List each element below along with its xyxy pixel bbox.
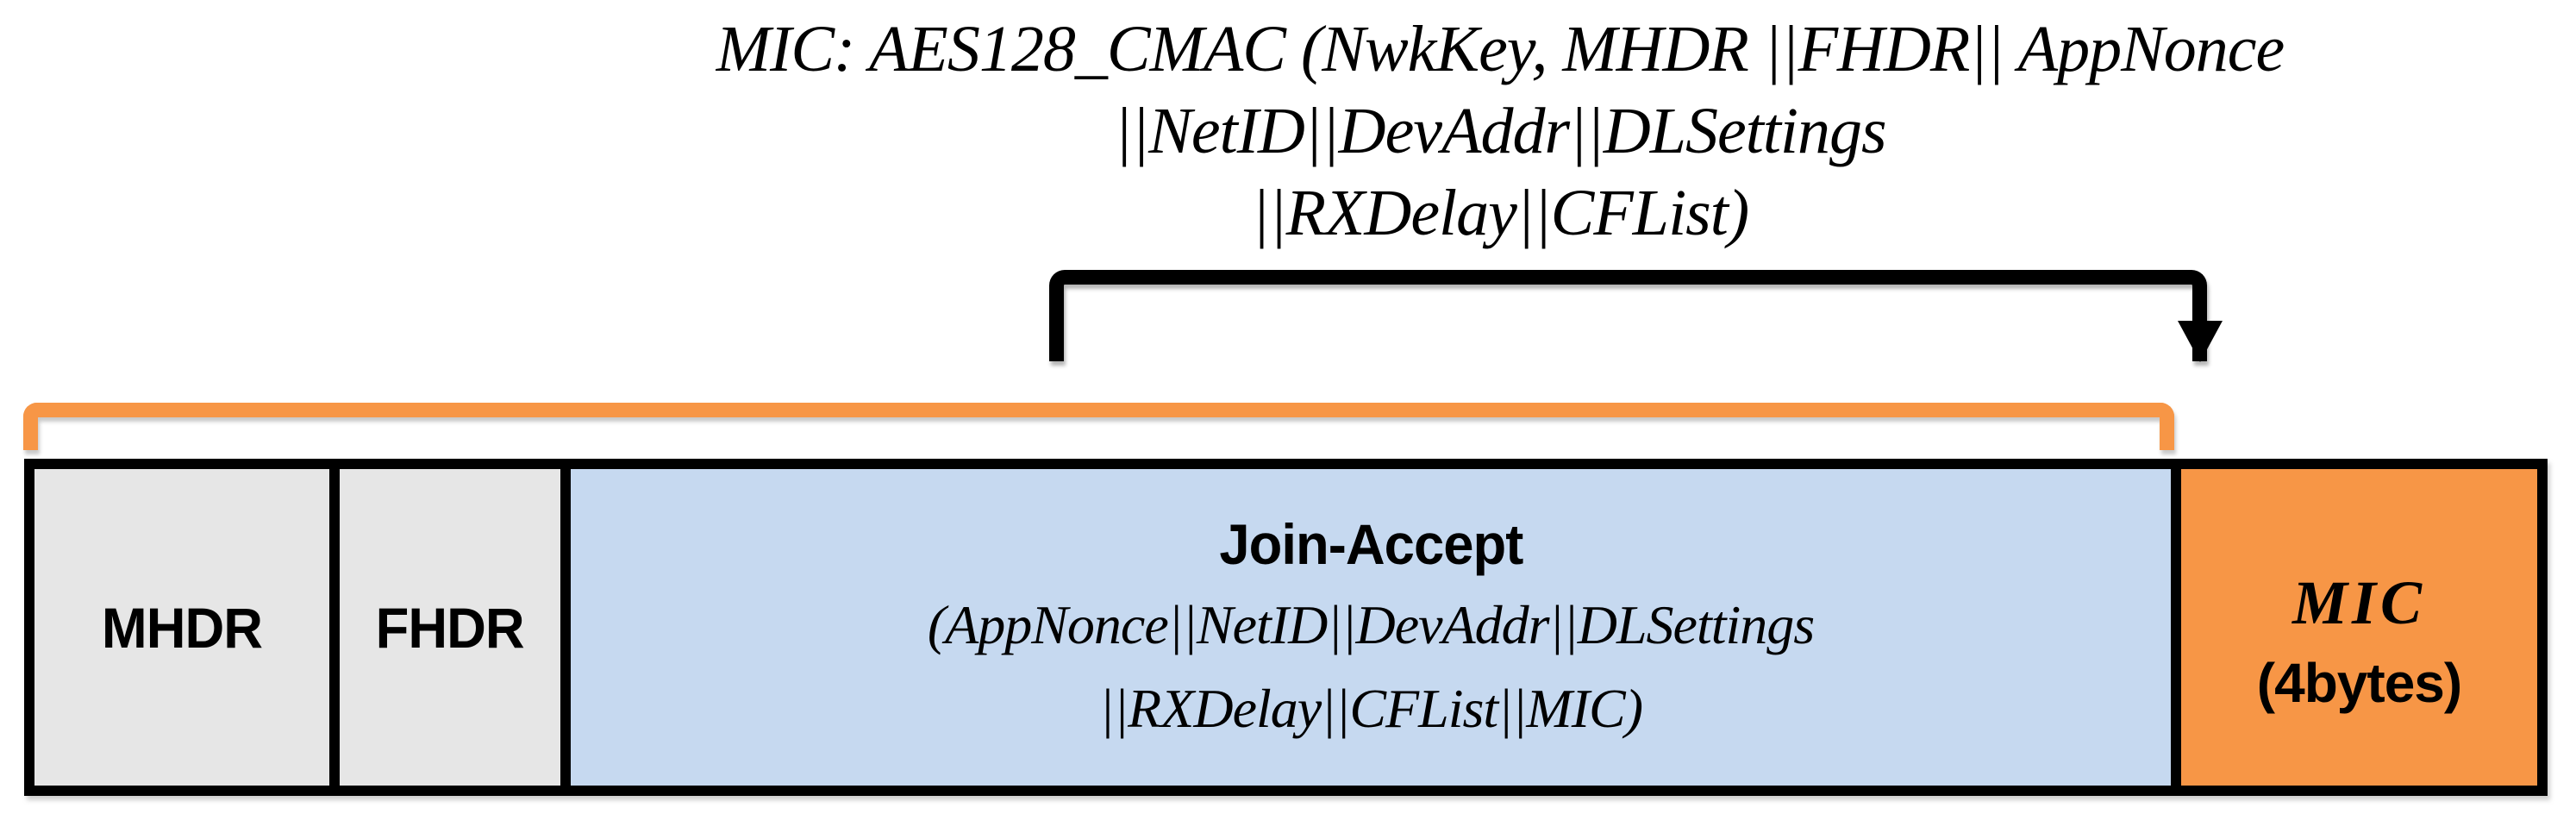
field-fhdr: FHDR <box>329 469 560 786</box>
mic-arrow-bracket <box>1049 270 2207 361</box>
field-join-accept-payload-line-1: (AppNonce||NetID||DevAddr||DLSettings <box>927 593 1815 655</box>
field-join-accept: Join-Accept (AppNonce||NetID||DevAddr||D… <box>560 469 2171 786</box>
mic-formula-line-3: ||RXDelay||CFList) <box>1251 177 1749 249</box>
mic-formula-line-1: MIC: AES128_CMAC (NwkKey, MHDR ||FHDR|| … <box>716 13 2285 85</box>
mic-formula: MIC: AES128_CMAC (NwkKey, MHDR ||FHDR|| … <box>638 9 2362 254</box>
field-mic-label: MIC <box>2292 567 2427 637</box>
field-join-accept-title: Join-Accept <box>1218 511 1523 576</box>
arrow-down-icon <box>2178 321 2223 362</box>
field-join-accept-payload-line-2: ||RXDelay||CFList||MIC) <box>1098 677 1643 739</box>
field-mic-content: MIC (4bytes) <box>2256 529 2462 726</box>
field-mic-size-label: (4bytes) <box>2256 651 2462 714</box>
field-fhdr-label: FHDR <box>375 595 525 660</box>
signed-fields-bracket <box>23 403 2174 450</box>
field-mhdr-label: MHDR <box>101 595 263 660</box>
mic-formula-line-2: ||NetID||DevAddr||DLSettings <box>1114 95 1886 167</box>
packet-structure: MHDR FHDR Join-Accept (AppNonce||NetID||… <box>24 459 2548 796</box>
field-mhdr: MHDR <box>34 469 329 786</box>
field-mic: MIC (4bytes) <box>2171 469 2537 786</box>
